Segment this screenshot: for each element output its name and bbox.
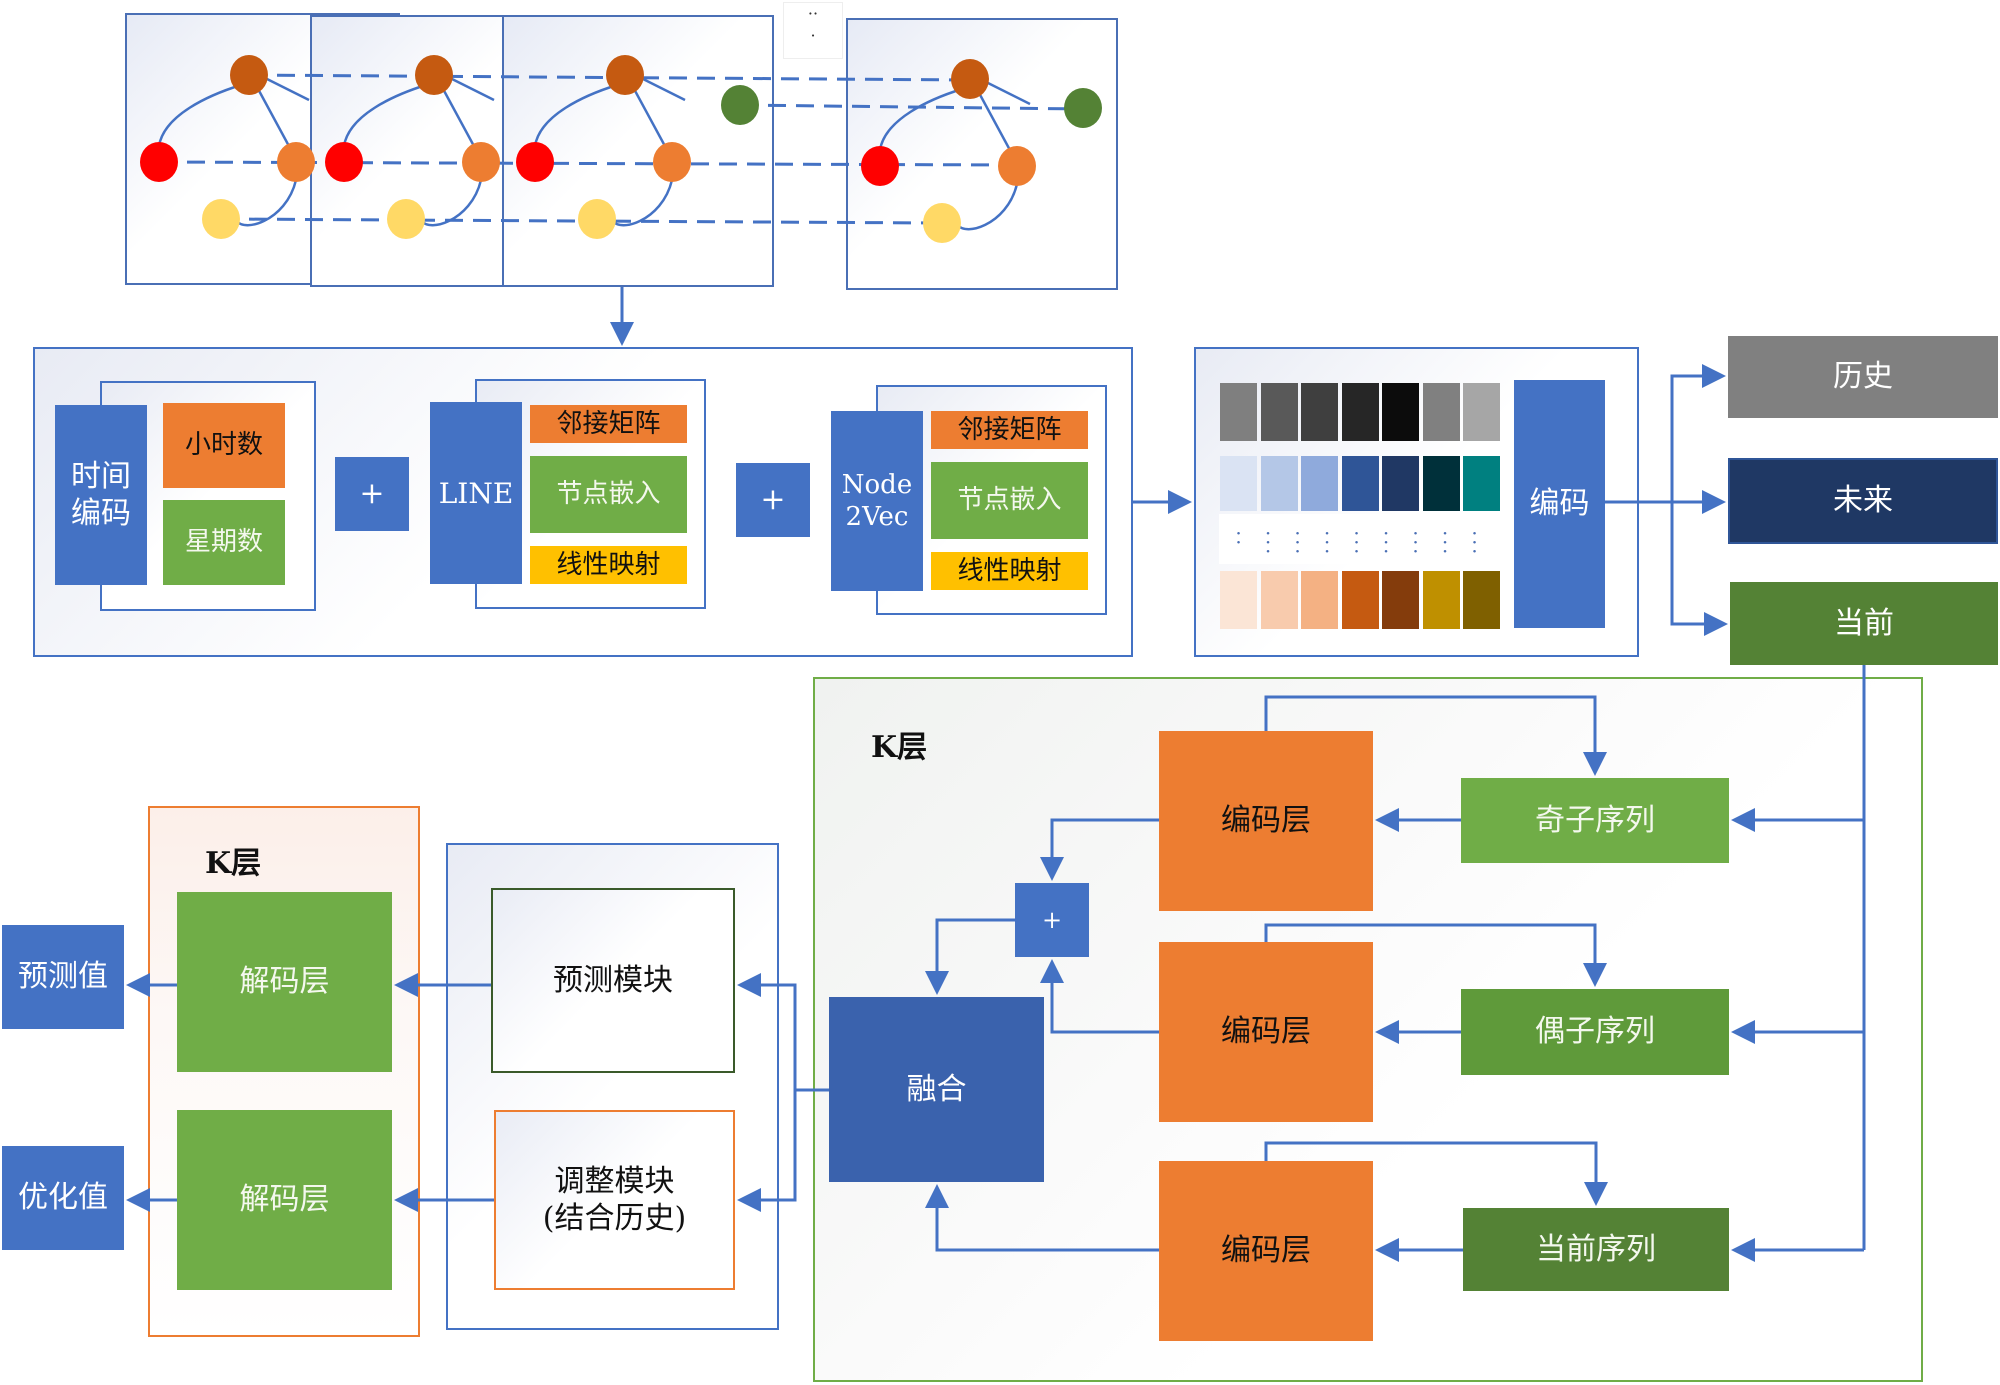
encoder-layer-3: 编码层 — [1159, 1161, 1373, 1341]
color-swatch — [1301, 383, 1338, 441]
current-sequence-box: 当前序列 — [1463, 1208, 1729, 1291]
graph-snapshot-last — [846, 18, 1118, 290]
ellipsis-dots: · · · — [1294, 521, 1301, 563]
line-adjacency-box: 邻接矩阵 — [530, 405, 687, 443]
weekday-box: 星期数 — [163, 500, 285, 585]
color-swatch — [1301, 571, 1338, 629]
encode-box: 编码 — [1514, 380, 1605, 628]
color-swatch — [1301, 456, 1338, 511]
encoder-layer-2: 编码层 — [1159, 942, 1373, 1122]
graph-snapshot-2 — [310, 15, 505, 287]
time-encoding-box: 时间 编码 — [55, 405, 147, 585]
color-swatch — [1341, 571, 1379, 629]
even-subsequence-box: 偶子序列 — [1461, 989, 1729, 1075]
encoder-plus-box: + — [1015, 883, 1089, 957]
color-swatch — [1220, 383, 1257, 441]
encoder-k-label: K层 — [871, 730, 928, 765]
node2vec-node-embedding-box: 节点嵌入 — [931, 462, 1088, 539]
predicted-value-box: 预测值 — [2, 925, 124, 1029]
line-node-embedding-box: 节点嵌入 — [530, 456, 687, 533]
ellipsis-dots: · · · — [1441, 521, 1449, 563]
optimized-value-box: 优化值 — [2, 1146, 124, 1250]
color-swatch — [1422, 571, 1460, 629]
fusion-box: 融合 — [829, 997, 1044, 1182]
hour-box: 小时数 — [163, 403, 285, 488]
ellipsis-dots: · · · — [1382, 521, 1390, 563]
color-swatch — [1382, 383, 1419, 441]
node2vec-box: Node 2Vec — [831, 411, 923, 591]
color-swatch — [1422, 456, 1460, 511]
color-swatch — [1260, 383, 1298, 441]
color-swatch — [1260, 456, 1298, 511]
plus-box-1: + — [335, 457, 409, 531]
color-swatch — [1260, 571, 1298, 629]
adjust-module-box: 调整模块 (结合历史) — [494, 1110, 735, 1290]
encoder-layer-1: 编码层 — [1159, 731, 1373, 911]
future-box: 未来 — [1728, 458, 1998, 544]
ellipsis-dots: · · · — [1323, 521, 1331, 563]
node2vec-adjacency-box: 邻接矩阵 — [931, 411, 1088, 449]
color-swatch — [1341, 383, 1379, 441]
line-box: LINE — [430, 402, 522, 584]
odd-subsequence-box: 奇子序列 — [1461, 778, 1729, 863]
ellipsis-dots: · · · — [1412, 521, 1419, 563]
arrow-encode-to-current — [1670, 502, 1728, 636]
node2vec-linear-map-box: 线性映射 — [931, 552, 1088, 590]
predict-module-box: 预测模块 — [491, 888, 735, 1073]
decoder-k-label: K层 — [205, 846, 262, 881]
color-swatch — [1382, 571, 1419, 629]
ellipsis-dots: · · · — [1264, 521, 1272, 563]
color-swatch — [1220, 571, 1257, 629]
swatch-row-ellipsis — [1219, 514, 1499, 564]
line-linear-map-box: 线性映射 — [530, 546, 687, 584]
plus-box-2: + — [736, 463, 810, 537]
ellipsis-dots: · · — [1235, 521, 1242, 554]
ellipsis-dots: · · · — [1353, 521, 1360, 563]
current-box: 当前 — [1730, 582, 1998, 665]
color-swatch — [1341, 456, 1379, 511]
graph-snapshot-3 — [502, 15, 774, 287]
ellipsis-dots: · · · — [1471, 521, 1478, 563]
decoder-layer-1: 解码层 — [177, 892, 392, 1072]
color-swatch — [1422, 383, 1460, 441]
decoder-layer-2: 解码层 — [177, 1110, 392, 1290]
color-swatch — [1463, 456, 1500, 511]
color-swatch — [1382, 456, 1419, 511]
history-box: 历史 — [1728, 336, 1998, 418]
color-swatch — [1463, 571, 1500, 629]
snapshot-ellipsis: ·· · — [783, 2, 843, 59]
color-swatch — [1220, 456, 1257, 511]
color-swatch — [1463, 383, 1500, 441]
